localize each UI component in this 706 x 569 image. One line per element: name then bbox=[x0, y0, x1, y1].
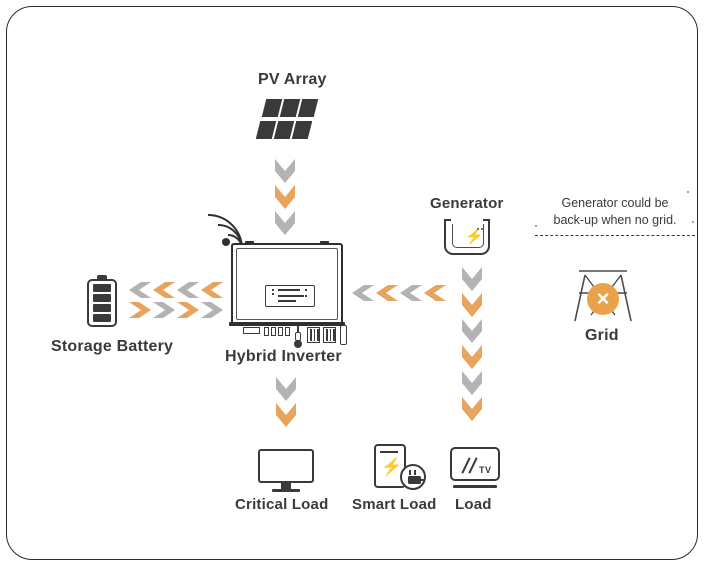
generator-icon: ⚡ bbox=[443, 218, 491, 257]
smart-load-label: Smart Load bbox=[352, 496, 437, 513]
battery-icon bbox=[87, 275, 117, 327]
pv-array-label: PV Array bbox=[258, 71, 327, 88]
inverter-connector bbox=[264, 327, 269, 336]
tv-icon: TV bbox=[450, 447, 500, 491]
smart-plug-icon: ⚡ bbox=[374, 444, 432, 492]
inverter-connector bbox=[278, 327, 283, 336]
inverter-connector-dot bbox=[294, 340, 302, 348]
inverter-connector bbox=[285, 327, 290, 336]
load-label: Load bbox=[455, 496, 492, 513]
inverter-icon bbox=[231, 241, 343, 325]
storage-battery-label: Storage Battery bbox=[51, 338, 174, 355]
generator-callout: Generator could be back-up when no grid. bbox=[535, 191, 695, 236]
generator-label: Generator bbox=[430, 195, 504, 212]
inverter-connector bbox=[271, 327, 276, 336]
grid-disabled-marker: × bbox=[596, 286, 610, 311]
critical-load-label: Critical Load bbox=[235, 496, 329, 513]
diagram-frame: PV Array bbox=[6, 6, 698, 560]
hybrid-inverter-label: Hybrid Inverter bbox=[225, 348, 342, 365]
status-badge: × bbox=[587, 283, 619, 315]
wifi-source-dot bbox=[222, 238, 230, 246]
inverter-connector bbox=[243, 327, 260, 334]
callout-line-2: back-up when no grid. bbox=[553, 213, 677, 227]
tv-screen-text: TV bbox=[479, 465, 492, 475]
grid-label: Grid bbox=[585, 327, 619, 344]
solar-panel-icon bbox=[255, 99, 319, 151]
power-pylon-icon: × bbox=[571, 269, 635, 327]
inverter-base-bar bbox=[229, 322, 345, 326]
inverter-display bbox=[265, 285, 315, 307]
callout-line-1: Generator could be bbox=[561, 196, 669, 210]
inverter-connector-lead bbox=[297, 326, 299, 333]
inverter-connector bbox=[340, 325, 347, 345]
monitor-icon bbox=[258, 449, 314, 493]
